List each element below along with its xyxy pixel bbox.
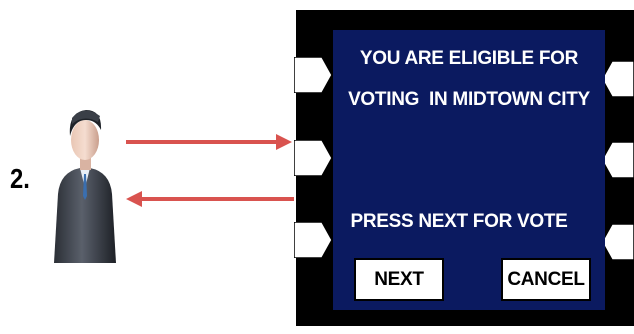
response-arrow <box>124 188 294 210</box>
vote-prompt: PRESS NEXT FOR VOTE <box>323 211 595 233</box>
left-side-key-2[interactable] <box>294 140 334 176</box>
eligibility-message-line-2: VOTING IN MIDTOWN CITY <box>333 89 605 111</box>
next-button[interactable]: NEXT <box>354 258 444 301</box>
request-arrow <box>126 131 294 153</box>
cancel-button[interactable]: CANCEL <box>501 258 591 301</box>
step-number: 2. <box>10 163 30 195</box>
user-icon <box>50 98 120 266</box>
right-side-key-1[interactable] <box>600 61 634 97</box>
left-side-key-1[interactable] <box>294 57 334 93</box>
eligibility-message-line-1: YOU ARE ELIGIBLE FOR <box>333 48 605 70</box>
right-side-key-2[interactable] <box>600 142 634 178</box>
right-side-key-3[interactable] <box>600 224 634 260</box>
